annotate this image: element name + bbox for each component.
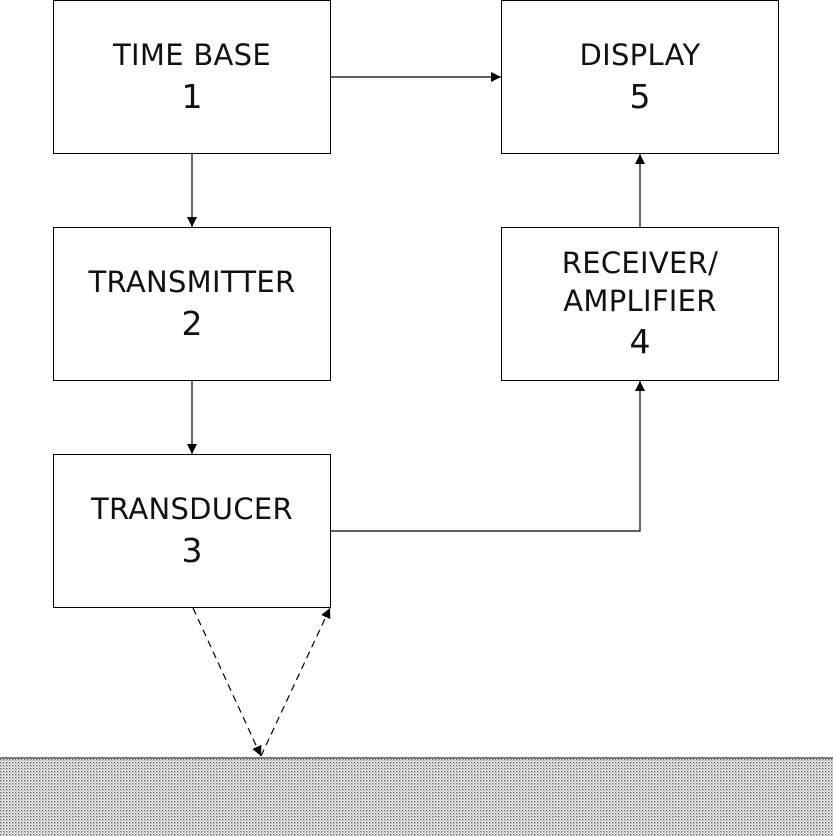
time-base-label: TIME BASE <box>113 38 271 72</box>
receiver-label-line2: AMPLIFIER <box>563 284 717 318</box>
transmitter-number: 2 <box>181 304 203 343</box>
display-block: DISPLAY 5 <box>501 0 779 154</box>
arrow-transducer-to-receiver <box>331 381 645 532</box>
transmitter-block: TRANSMITTER 2 <box>53 227 331 381</box>
transmitter-label: TRANSMITTER <box>88 265 296 299</box>
receiver-label-line1: RECEIVER/ <box>561 246 719 280</box>
receiver-number: 4 <box>629 322 651 361</box>
transducer-block: TRANSDUCER 3 <box>53 454 331 608</box>
receiver-amplifier-block: RECEIVER/ AMPLIFIER 4 <box>501 227 779 381</box>
time-base-block: TIME BASE 1 <box>53 0 331 154</box>
pulse-echo-path <box>260 607 331 757</box>
transducer-number: 3 <box>181 531 203 570</box>
time-base-number: 1 <box>181 77 203 116</box>
display-number: 5 <box>629 77 651 116</box>
display-label: DISPLAY <box>579 38 701 72</box>
ground-surface <box>0 758 833 836</box>
pulse-transmitted-path <box>192 607 262 757</box>
transducer-label: TRANSDUCER <box>91 492 293 526</box>
